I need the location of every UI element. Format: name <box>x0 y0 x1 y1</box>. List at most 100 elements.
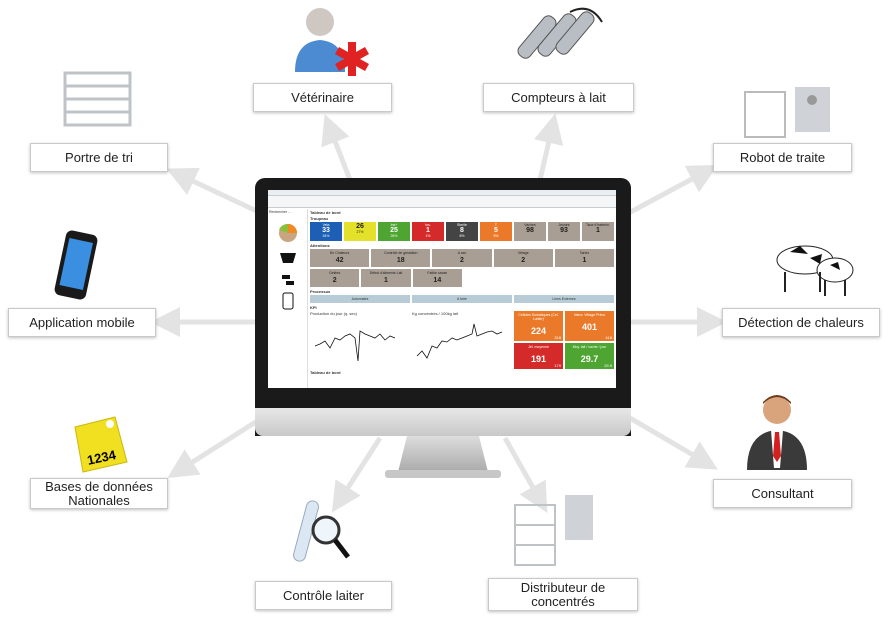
consultant-icon <box>747 395 807 470</box>
tile-sub: 34% <box>322 234 330 238</box>
tile-label: Gelées <box>329 271 341 275</box>
tile-value: 2 <box>332 277 337 284</box>
node-bases-de-donnees: Bases de données Nationales <box>30 478 168 509</box>
monitor-stand <box>398 436 488 472</box>
monitor-chin <box>255 408 631 436</box>
tile-sub: 27% <box>356 230 364 234</box>
window-titlebar <box>268 190 616 196</box>
tile-value: 26 <box>356 223 364 230</box>
tile-label: Ins+ <box>390 223 398 227</box>
herd-tile[interactable]: Taux d'insémin.1 <box>582 222 614 241</box>
tile-label: Jeunes <box>558 223 570 227</box>
kpi-label: Cellules Somatiques (Cel. Laitier) <box>518 313 559 321</box>
tile-label: A sec <box>457 251 467 255</box>
section-kpi: KPI <box>310 305 317 310</box>
tile-label: Faible cavan <box>427 271 448 275</box>
sorting-gate-icon <box>63 71 132 127</box>
kpi-sub: 179 <box>554 363 561 368</box>
process-tab[interactable]: A faire <box>412 295 512 303</box>
cows-icon <box>776 245 854 296</box>
arrow-compteurs <box>534 113 564 181</box>
node-label: Application mobile <box>29 314 135 330</box>
tile-label: Taries <box>579 251 590 255</box>
process-tab[interactable]: Automates <box>310 295 410 303</box>
tile-value: 25 <box>390 227 398 234</box>
footer-label: Tableau de bord <box>310 370 341 375</box>
arrow-portre <box>166 167 267 218</box>
arrow-consultant <box>628 415 718 470</box>
kpi-sub: 418 <box>605 335 612 340</box>
node-label: Bases de données Nationales <box>45 478 153 508</box>
tile-label: Sterile <box>457 223 467 227</box>
kpi-label: Jél. moyenne <box>528 345 549 349</box>
tile-value: 8 <box>460 227 464 234</box>
section-troupeau: Troupeau <box>310 216 329 221</box>
process-tab[interactable]: Liens Externes <box>514 295 614 303</box>
kpi-tile[interactable]: Jél. moyenne 191 179 <box>514 343 563 369</box>
tile-label: Vaches <box>524 223 536 227</box>
chart-line <box>314 330 396 362</box>
attention-tile[interactable]: A sec 2 <box>432 249 492 267</box>
tile-label: Taux d'insémin. <box>585 223 610 227</box>
tile-value: 33 <box>322 227 330 234</box>
milking-robot-icon <box>744 87 830 138</box>
node-label: Compteurs à lait <box>511 89 606 105</box>
chart-title: Production du jour (q. sec) <box>310 311 357 316</box>
node-application-mobile: Application mobile <box>8 308 156 337</box>
feeder-icon <box>514 495 593 566</box>
test-tube-magnifier-icon <box>293 500 350 562</box>
node-label: Détection de chaleurs <box>738 314 864 330</box>
phone-icon <box>282 292 294 310</box>
smartphone-icon <box>54 230 98 300</box>
attention-tile[interactable]: Faible cavan 14 <box>412 269 462 287</box>
kpi-value: 191 <box>530 354 547 364</box>
kpi-label: Moy. lait / vache / jour <box>572 345 607 349</box>
tile-value: 14 <box>433 277 442 284</box>
node-portre-de-tri: Portre de tri <box>30 143 168 172</box>
arrow-bases <box>167 415 264 479</box>
chart-title: Kg concentrés / 100kg lait <box>412 311 459 316</box>
chart-production: Production du jour (q. sec) <box>310 311 409 369</box>
sidebar-icons <box>279 223 297 310</box>
tile-label: Vêlage <box>517 251 529 255</box>
tile-label: En Chaleurs <box>329 251 350 255</box>
chart-concentres: Kg concentrés / 100kg lait <box>412 311 511 369</box>
node-distributeur: Distributeur de concentrés <box>488 578 638 611</box>
tile-value: 1 <box>596 227 600 234</box>
node-label: Consultant <box>751 485 814 501</box>
node-label: Vétérinaire <box>291 89 354 105</box>
kpi-value: 224 <box>530 326 547 336</box>
dashboard-screen: Rechercher ... Tableau de bord Troupeau … <box>268 190 616 388</box>
page-title: Tableau de bord <box>310 210 341 215</box>
search-box[interactable]: Rechercher ... <box>269 210 291 214</box>
tile-sub: 8% <box>459 234 465 238</box>
exchange-icon <box>282 275 294 285</box>
monitor-base <box>385 470 501 478</box>
kpi-label: Interv. Vêlage Préco <box>573 313 606 317</box>
arrow-veterinaire <box>321 113 353 181</box>
arrow-robot <box>623 164 719 218</box>
milk-meter-icon <box>517 7 603 59</box>
section-attentions: Attentions <box>310 243 330 248</box>
arrow-controle <box>331 436 383 513</box>
attention-tile[interactable]: Gelées 2 <box>310 269 360 287</box>
node-controle-laiter: Contrôle laiter <box>255 581 392 610</box>
tile-value: 2 <box>460 257 464 264</box>
